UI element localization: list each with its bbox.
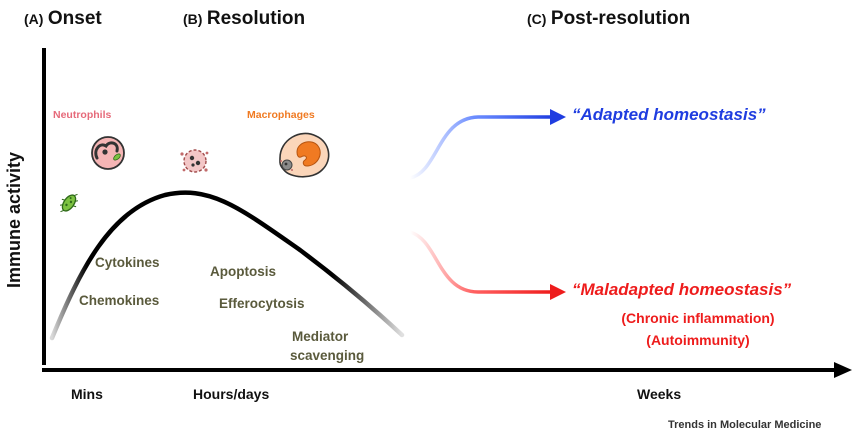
phase-name-post: Post-resolution (550, 8, 691, 29)
macrophages-label: Macrophages (247, 109, 315, 121)
phase-heading-resolution: (B) Resolution (183, 8, 305, 30)
process-apoptosis: Apoptosis (210, 264, 276, 279)
maladapted-outcome-arrow (408, 230, 554, 294)
adapted-arrowhead (550, 109, 566, 125)
adapted-outcome-arrow (408, 115, 554, 180)
outcome-adapted-label: “Adapted homeostasis” (572, 105, 766, 124)
phase-tag-post: (C) (527, 11, 547, 27)
journal-credit: Trends in Molecular Medicine (668, 419, 822, 431)
mediator-cytokines: Cytokines (95, 255, 160, 270)
mediator-chemokines: Chemokines (79, 293, 160, 308)
immune-activity-curve (49, 190, 405, 341)
x-label-mins: Mins (71, 386, 103, 402)
phase-tag-onset: (A) (24, 11, 44, 27)
outcome-detail-autoimmunity: (Autoimmunity) (646, 332, 750, 348)
maladapted-arrowhead (550, 284, 566, 300)
apoptotic-neutrophil-icon (180, 149, 209, 173)
outcome-detail-chronic: (Chronic inflammation) (621, 310, 775, 326)
neutrophil-icon (91, 136, 125, 170)
x-axis-arrowhead (834, 362, 852, 378)
phase-name-resolution: Resolution (206, 8, 306, 29)
pathogen-icon (59, 193, 79, 213)
phase-heading-onset: (A) Onset (24, 8, 102, 30)
outcome-maladapted-label: “Maladapted homeostasis” (572, 280, 792, 299)
phase-tag-resolution: (B) (183, 11, 203, 27)
x-label-hours-days: Hours/days (193, 386, 270, 402)
phase-heading-post-resolution: (C) Post-resolution (527, 8, 690, 30)
neutrophils-label: Neutrophils (53, 109, 112, 121)
process-efferocytosis: Efferocytosis (219, 296, 305, 311)
process-mediator: Mediator (292, 329, 349, 344)
macrophage-icon (279, 132, 330, 178)
x-label-weeks: Weeks (637, 386, 682, 402)
phase-name-onset: Onset (47, 8, 102, 29)
process-scavenging: scavenging (290, 348, 365, 363)
